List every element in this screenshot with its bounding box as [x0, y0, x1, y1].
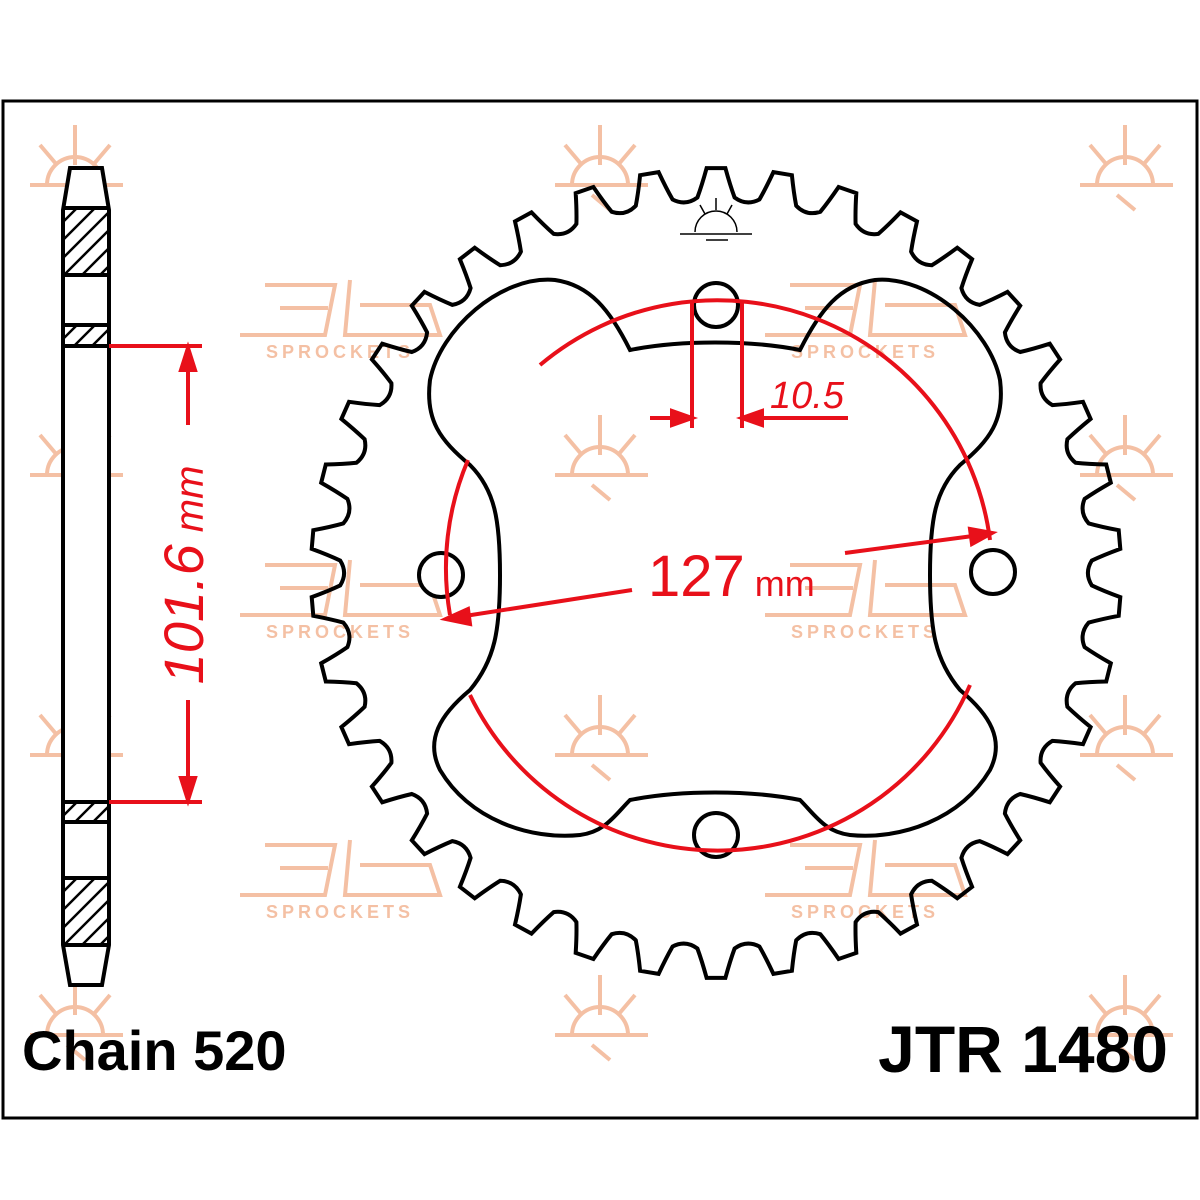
sun-watermark-icon	[555, 415, 648, 502]
sprocket-outline	[309, 166, 1123, 980]
chain-hatch-band	[62, 206, 110, 277]
watermark-text: SPROCKETS	[791, 342, 939, 362]
watermark-text: SPROCKETS	[791, 622, 939, 642]
jt-logo-icon	[680, 198, 752, 241]
bolt-holes	[417, 281, 1017, 859]
chain-hatch-band	[62, 800, 110, 824]
watermark-text: SPROCKETS	[266, 902, 414, 922]
bolt-circle-dimension	[439, 526, 998, 627]
sun-watermark-icon	[555, 695, 648, 782]
jt-sprockets-watermark: SPROCKETS	[765, 839, 968, 922]
watermark-text: SPROCKETS	[791, 902, 939, 922]
chain-hatch-band	[62, 323, 110, 348]
watermark-text: SPROCKETS	[266, 622, 414, 642]
bolt-hole-label: 10.5	[770, 375, 845, 417]
sun-watermark-icon	[1080, 975, 1173, 1062]
chain-pitch-dimension	[109, 341, 202, 807]
sun-watermark-icon	[555, 125, 648, 212]
sun-watermark-icon	[555, 975, 648, 1062]
drawing-border	[1, 99, 1199, 1120]
chain-side-view	[61, 166, 111, 987]
sprocket-center-cutout	[427, 277, 1003, 838]
part-number: JTR 1480	[878, 1012, 1168, 1086]
chain-label: Chain 520	[22, 1019, 287, 1082]
chain-hatch-band	[62, 876, 110, 947]
chain-pitch-label: 101.6mm	[152, 466, 215, 685]
jt-sprockets-watermark: SPROCKETS	[765, 279, 968, 362]
sun-watermark-icon	[1080, 125, 1173, 212]
bolt-hole-dimension	[650, 300, 848, 428]
jt-sprockets-watermark: SPROCKETS	[240, 559, 443, 642]
bolt-circle-arcs	[443, 298, 992, 853]
sun-watermark-icon	[1080, 695, 1173, 782]
sun-watermark-icon	[30, 975, 123, 1062]
jt-sprockets-watermark: SPROCKETS	[240, 839, 443, 922]
sun-watermark-icon	[1080, 415, 1173, 502]
